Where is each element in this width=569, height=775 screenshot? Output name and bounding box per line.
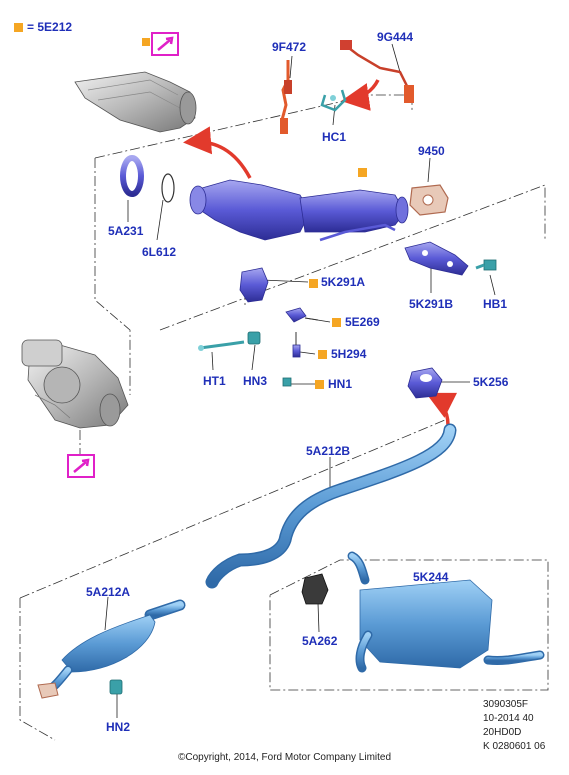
- label-hn2[interactable]: HN2: [106, 720, 131, 734]
- clip-hc1: [320, 89, 347, 112]
- label-5a231[interactable]: 5A231: [108, 224, 144, 238]
- sensor-9g444: [340, 40, 414, 103]
- turbocharger: [21, 339, 129, 429]
- gasket-6l612: [161, 173, 175, 203]
- catalyst-dpf-assembly: [189, 179, 409, 242]
- bracket-5k291a: [239, 267, 269, 303]
- legend-text: = 5E212: [27, 20, 73, 34]
- nut-hn1: [282, 377, 292, 387]
- pipe-5a212b: [205, 423, 457, 589]
- part-5h294: [292, 344, 301, 358]
- label-5h294[interactable]: 5H294: [331, 347, 367, 361]
- red-arrow-sensor: [341, 79, 380, 111]
- red-arrow-catalyst: [183, 126, 252, 179]
- label-6l612[interactable]: 6L612: [142, 245, 177, 259]
- stud-ht1: [198, 340, 245, 351]
- label-5a212b[interactable]: 5A212B: [306, 444, 351, 458]
- label-hn1[interactable]: HN1: [328, 377, 353, 391]
- label-hb1[interactable]: HB1: [483, 297, 508, 311]
- legend-marker: [14, 23, 23, 32]
- label-9450[interactable]: 9450: [418, 144, 445, 158]
- nut-hn2: [109, 679, 123, 695]
- marker-5h294: [318, 350, 327, 359]
- meta-line-4: K 0280601 06: [483, 741, 546, 752]
- red-arrow-mount: [425, 392, 458, 426]
- marker-hn1: [315, 380, 324, 389]
- marker-dpf: [358, 168, 367, 177]
- label-hc1[interactable]: HC1: [322, 130, 347, 144]
- callout-box-top: [151, 32, 179, 56]
- callout-top-marker: [142, 38, 150, 46]
- grey-catalyst-shell: [74, 71, 197, 133]
- meta-line-1: 3090305F: [483, 699, 529, 710]
- label-5a212a[interactable]: 5A212A: [86, 585, 131, 599]
- label-ht1[interactable]: HT1: [203, 374, 226, 388]
- pipe-5a212a: [37, 599, 186, 699]
- part-5e269: [285, 307, 319, 323]
- nut-hn3: [247, 331, 261, 345]
- mount-5k256: [407, 367, 443, 399]
- marker-5k291a: [309, 279, 318, 288]
- label-9f472[interactable]: 9F472: [272, 40, 307, 54]
- hanger-5a262: [301, 573, 329, 605]
- gasket-9450: [409, 184, 449, 216]
- label-5e269[interactable]: 5E269: [345, 315, 380, 329]
- clamp-5a231: [120, 155, 144, 197]
- marker-5e269: [332, 318, 341, 327]
- label-hn3[interactable]: HN3: [243, 374, 268, 388]
- callout-box-bottom: [67, 454, 95, 478]
- label-5k244[interactable]: 5K244: [413, 570, 449, 584]
- label-5k291b[interactable]: 5K291B: [409, 297, 454, 311]
- meta-line-3: 20HD0D: [483, 727, 522, 738]
- muffler-5k244: [347, 551, 545, 673]
- meta-line-2: 10-2014 40: [483, 713, 534, 724]
- label-5k256[interactable]: 5K256: [473, 375, 509, 389]
- bolt-hb1: [475, 259, 497, 271]
- copyright-text: ©Copyright, 2014, Ford Motor Company Lim…: [178, 752, 392, 763]
- sensor-9f472: [280, 60, 292, 134]
- label-5k291a[interactable]: 5K291A: [321, 275, 366, 289]
- bracket-5k291b: [404, 241, 469, 276]
- label-9g444[interactable]: 9G444: [377, 30, 414, 44]
- label-5a262[interactable]: 5A262: [302, 634, 338, 648]
